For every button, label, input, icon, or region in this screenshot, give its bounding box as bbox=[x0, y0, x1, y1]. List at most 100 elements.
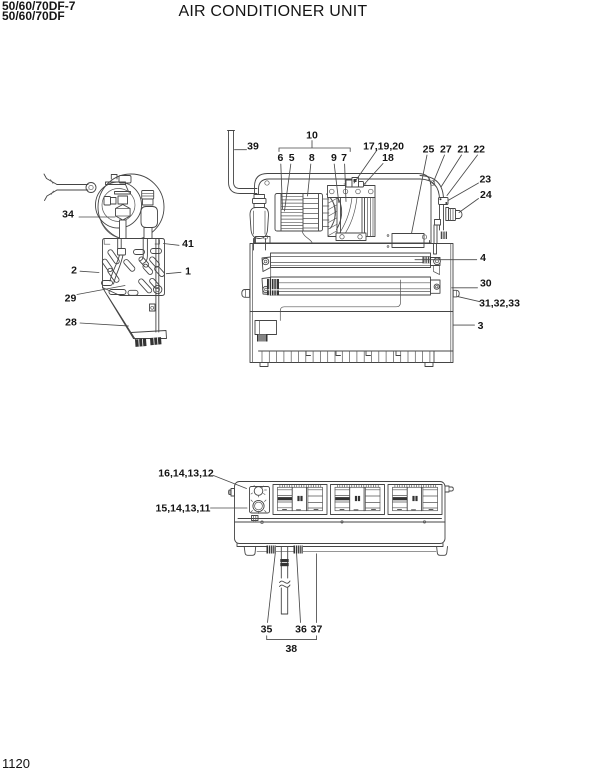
outline-path bbox=[253, 238, 266, 251]
outline-path bbox=[115, 204, 131, 221]
callout-35: 35 bbox=[261, 553, 276, 635]
outline-path bbox=[364, 197, 376, 237]
detail-line bbox=[367, 197, 374, 237]
detail-line bbox=[329, 188, 335, 195]
leader-line bbox=[307, 163, 312, 197]
outline-path bbox=[436, 546, 448, 556]
outline-path bbox=[103, 196, 111, 206]
receiver-drier bbox=[249, 194, 269, 251]
detail-line bbox=[307, 489, 323, 509]
detail-line bbox=[386, 245, 390, 248]
callout-16-14-13-12-label: 16,14,13,12 bbox=[158, 468, 214, 480]
page-title: AIR CONDITIONER UNIT bbox=[179, 3, 368, 20]
callout-23-label: 23 bbox=[479, 174, 491, 186]
callout-7: 7 bbox=[341, 152, 347, 202]
outline-path bbox=[107, 267, 120, 283]
detail-line bbox=[435, 285, 439, 289]
leader-line bbox=[280, 163, 283, 210]
outline-path bbox=[140, 206, 158, 228]
front-case bbox=[234, 481, 446, 544]
detail-line bbox=[115, 208, 131, 217]
callout-21: 21 bbox=[440, 144, 469, 188]
hatch-block bbox=[150, 337, 162, 346]
leader-line bbox=[446, 154, 478, 196]
outline-path bbox=[155, 295, 160, 333]
service-valves bbox=[433, 197, 463, 244]
hatch-block bbox=[445, 202, 448, 204]
side-tab-left bbox=[228, 488, 235, 497]
hatch-block bbox=[280, 563, 289, 567]
callout-9: 9 bbox=[331, 152, 340, 203]
outline-path bbox=[253, 203, 265, 208]
detail-line bbox=[433, 265, 440, 276]
leader-line bbox=[447, 182, 479, 201]
compressor-bracket-view: 34 41 2 1 29 28 bbox=[43, 173, 194, 347]
callout-39: 39 bbox=[234, 141, 259, 153]
callout-34: 34 bbox=[62, 209, 116, 221]
callout-10: 10 bbox=[278, 130, 351, 152]
outline-path bbox=[133, 249, 145, 255]
detail-line bbox=[103, 239, 111, 245]
outline-path bbox=[123, 259, 136, 272]
outline-path bbox=[249, 243, 454, 363]
outline-path bbox=[327, 197, 338, 237]
detail-line bbox=[264, 180, 270, 186]
outline-path bbox=[291, 486, 308, 512]
side-tab-right bbox=[444, 485, 454, 493]
detail-line bbox=[155, 287, 161, 292]
hatch-block bbox=[439, 198, 442, 201]
outline-path bbox=[150, 248, 162, 254]
leader-line bbox=[79, 270, 100, 273]
detail-line bbox=[264, 287, 268, 292]
callout-31-32-33: 31,32,33 bbox=[457, 296, 520, 310]
hatch-block bbox=[135, 338, 147, 347]
callout-25-label: 25 bbox=[423, 144, 435, 156]
callout-27-label: 27 bbox=[440, 144, 452, 156]
side-bolt-left bbox=[241, 289, 251, 298]
hatch-block bbox=[267, 279, 279, 290]
front-grooves bbox=[234, 518, 446, 523]
outline-path bbox=[141, 190, 155, 200]
base-and-feet bbox=[236, 543, 448, 556]
outline-path bbox=[305, 350, 401, 356]
detail-line bbox=[260, 520, 264, 524]
detail-line bbox=[88, 184, 94, 191]
outline-path bbox=[387, 484, 443, 515]
detail-line bbox=[392, 489, 408, 509]
hatch-lines bbox=[268, 279, 277, 296]
outline-path bbox=[117, 195, 128, 205]
callout-16-14-13-12: 16,14,13,12 bbox=[158, 468, 247, 489]
louver-panel-3 bbox=[387, 484, 443, 515]
hatch-block bbox=[335, 497, 350, 501]
outline-path bbox=[340, 197, 363, 234]
detail-line bbox=[277, 486, 323, 512]
outline-path bbox=[125, 184, 129, 192]
leader-line bbox=[333, 163, 340, 203]
hatch-block bbox=[300, 495, 303, 502]
outline-path bbox=[448, 208, 457, 221]
evaporator-case bbox=[241, 236, 460, 367]
detail-line bbox=[270, 282, 431, 292]
suction-hose bbox=[43, 173, 97, 201]
outline-path bbox=[433, 350, 454, 363]
outline-path bbox=[280, 587, 289, 615]
callout-29-label: 29 bbox=[65, 292, 77, 304]
callout-36: 36 bbox=[295, 553, 307, 635]
hatch-lines bbox=[268, 545, 276, 554]
detail-line bbox=[279, 484, 322, 488]
hatch-block bbox=[277, 497, 292, 501]
bolt-circle bbox=[433, 257, 441, 266]
hatch-block bbox=[412, 495, 415, 502]
callout-4-label: 4 bbox=[480, 252, 486, 264]
hatch-block bbox=[293, 545, 303, 554]
hatch-block bbox=[267, 290, 279, 296]
outline-path bbox=[444, 485, 454, 493]
callout-24: 24 bbox=[458, 189, 492, 213]
callout-21-label: 21 bbox=[457, 144, 469, 156]
outline-path bbox=[105, 181, 126, 185]
callout-35-label: 35 bbox=[261, 623, 273, 635]
outline-path bbox=[107, 249, 120, 265]
callout-5: 5 bbox=[284, 152, 295, 212]
bolt-circle bbox=[85, 182, 97, 193]
front-latch bbox=[251, 515, 264, 524]
